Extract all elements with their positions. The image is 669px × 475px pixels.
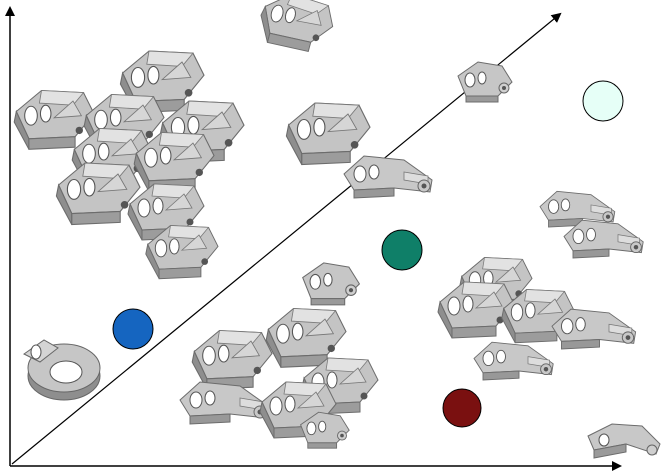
marker-blue — [112, 308, 154, 350]
bracket-cluster-lower-right — [437, 257, 637, 381]
bracket-cluster-center-upper — [285, 102, 433, 199]
bracket-small-center — [302, 262, 360, 306]
ring-part-lower-left — [23, 339, 101, 401]
marker-dark-red — [442, 388, 482, 428]
bracket-corner-bottom-right — [587, 423, 661, 459]
bracket-small-upper-right — [457, 61, 513, 103]
bracket-cluster-right-middle — [539, 190, 644, 259]
marker-teal — [381, 229, 423, 271]
bracket-cluster-upper-left — [13, 50, 245, 280]
bracket-cluster-bottom-center — [179, 307, 379, 449]
bracket-top-single — [254, 0, 339, 59]
marker-light-cyan — [582, 80, 624, 122]
